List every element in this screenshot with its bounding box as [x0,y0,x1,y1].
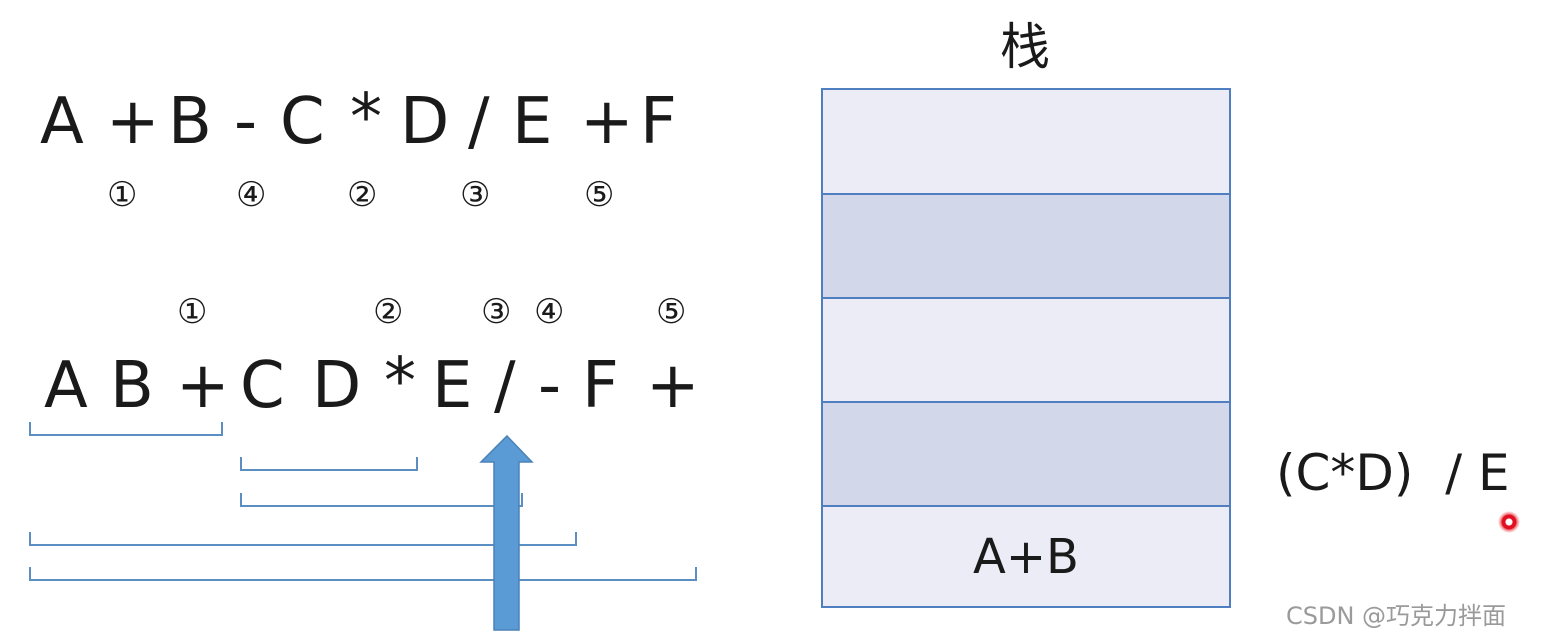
postfix-token: * [384,345,416,419]
stack-divider [823,401,1229,403]
postfix-token: C [240,349,285,423]
infix-token: F [640,85,677,159]
bracket-cd-mul [240,457,418,471]
stack-cell [823,90,1229,193]
order-marker: ③ [460,175,491,215]
postfix-token: + [176,349,230,423]
infix-token: B [168,85,212,159]
infix-token: C [280,85,325,159]
stack-cell [823,299,1229,401]
infix-token: + [580,85,634,159]
infix-token: D [400,85,450,159]
order-marker: ④ [534,292,565,332]
current-expression: (C*D) / E [1276,444,1510,502]
order-marker: ② [347,175,378,215]
postfix-token: + [646,349,700,423]
infix-token: + [106,85,160,159]
infix-token: E [512,85,553,159]
bracket-whole [29,567,697,581]
order-marker: ③ [481,292,512,332]
postfix-token: B [110,349,154,423]
order-marker: ① [107,175,138,215]
postfix-token: D [312,349,362,423]
stack-cell [823,195,1229,297]
infix-token: / [468,85,490,159]
bracket-cd-mul-e-div [240,493,523,507]
postfix-token: A [44,349,88,423]
bracket-ab-plus [29,422,223,436]
infix-token: * [350,81,382,155]
postfix-token: - [538,349,562,423]
stack-cell [823,403,1229,505]
stack: A+B [821,88,1231,608]
stack-title: 栈 [1000,18,1050,76]
stack-divider [823,505,1229,507]
pointer-dot-icon [1498,511,1520,533]
bracket-minus [29,532,577,546]
order-marker: ② [373,292,404,332]
postfix-token: E [432,349,473,423]
postfix-token: / [494,349,516,423]
infix-token: - [234,85,258,159]
infix-token: A [40,85,84,159]
order-marker: ① [177,292,208,332]
order-marker: ⑤ [584,175,615,215]
watermark: CSDN @巧克力拌面 [1286,602,1507,630]
stack-divider [823,193,1229,195]
postfix-token: F [582,349,619,423]
order-marker: ④ [236,175,267,215]
stack-divider [823,297,1229,299]
stack-cell-bottom: A+B [823,507,1229,606]
order-marker: ⑤ [656,292,687,332]
